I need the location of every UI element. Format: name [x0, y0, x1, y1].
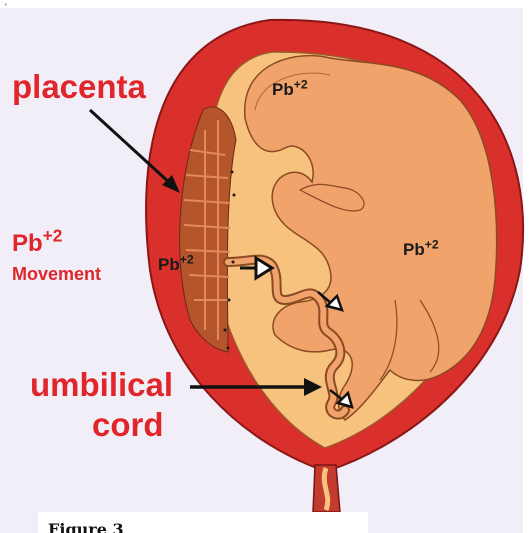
- fetus-head-pb-label: Pb+2: [272, 80, 308, 100]
- cord-label: cord: [92, 406, 164, 444]
- placenta-pb-label: Pb+2: [158, 255, 194, 275]
- pb-movement-title: Pb+2: [12, 230, 62, 258]
- figure-caption: Figure 3: [38, 512, 368, 533]
- placenta-label: placenta: [12, 68, 146, 106]
- caption-text: Figure 3: [48, 520, 124, 533]
- fetus-body-pb-label: Pb+2: [403, 240, 439, 260]
- umbilical-label: umbilical: [30, 366, 173, 404]
- movement-label: Movement: [12, 264, 101, 285]
